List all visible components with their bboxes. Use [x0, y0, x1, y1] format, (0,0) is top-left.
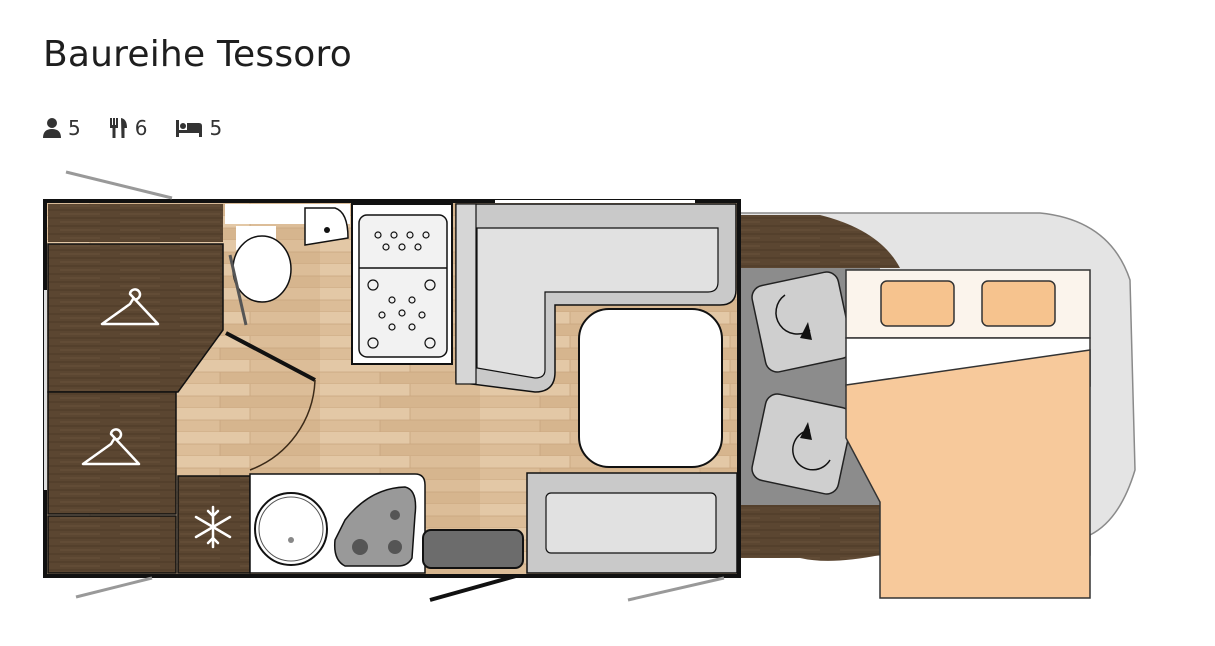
entrance-step	[422, 529, 524, 569]
spec-dining: 6	[109, 116, 148, 140]
dinette-table	[578, 308, 723, 468]
dashboard-wood-top	[740, 215, 900, 268]
wardrobe-top	[47, 243, 224, 393]
entrance-door	[429, 574, 517, 602]
window-bottom-right	[627, 576, 725, 602]
shower-tray	[358, 214, 448, 358]
cab-seat-right	[751, 393, 853, 495]
spec-dining-value: 6	[134, 116, 148, 140]
fridge	[177, 475, 251, 574]
rotate-arrow-icon	[800, 322, 812, 340]
door-swing	[249, 379, 316, 471]
floor-plan	[43, 170, 1136, 602]
bed-icon	[176, 120, 203, 137]
wardrobe-top-shelf	[48, 204, 223, 242]
snowflake-icon	[194, 505, 232, 549]
spec-beds-value: 5	[209, 116, 223, 140]
hanger-icon	[81, 428, 141, 466]
bench-cushion	[545, 492, 717, 554]
spec-row: 5 6 5	[42, 116, 250, 140]
window-top-center	[495, 200, 695, 203]
wardrobe-bottom	[47, 391, 177, 515]
spec-beds: 5	[175, 116, 222, 140]
pillow-left	[880, 280, 955, 327]
window-top-left	[65, 170, 173, 200]
page-title: Baureihe Tessoro	[43, 34, 352, 75]
spec-seats-value: 5	[68, 116, 81, 140]
dashboard-wood-bottom	[740, 505, 880, 561]
hanger-icon	[100, 288, 160, 326]
storage-bottom	[47, 515, 177, 574]
dinette-cushion	[476, 227, 719, 379]
cab-seat-left	[751, 271, 853, 373]
window-bottom-left	[75, 576, 153, 599]
fork-knife-icon	[109, 118, 127, 138]
rotate-arrow-icon	[800, 422, 812, 440]
washbasin	[304, 207, 349, 246]
person-icon	[43, 118, 61, 138]
window-left-side	[44, 290, 47, 490]
toilet	[232, 235, 292, 303]
bed-mattress	[845, 349, 1091, 599]
bathroom-door	[225, 331, 316, 382]
spec-seats: 5	[42, 116, 81, 140]
pillow-right	[981, 280, 1056, 327]
